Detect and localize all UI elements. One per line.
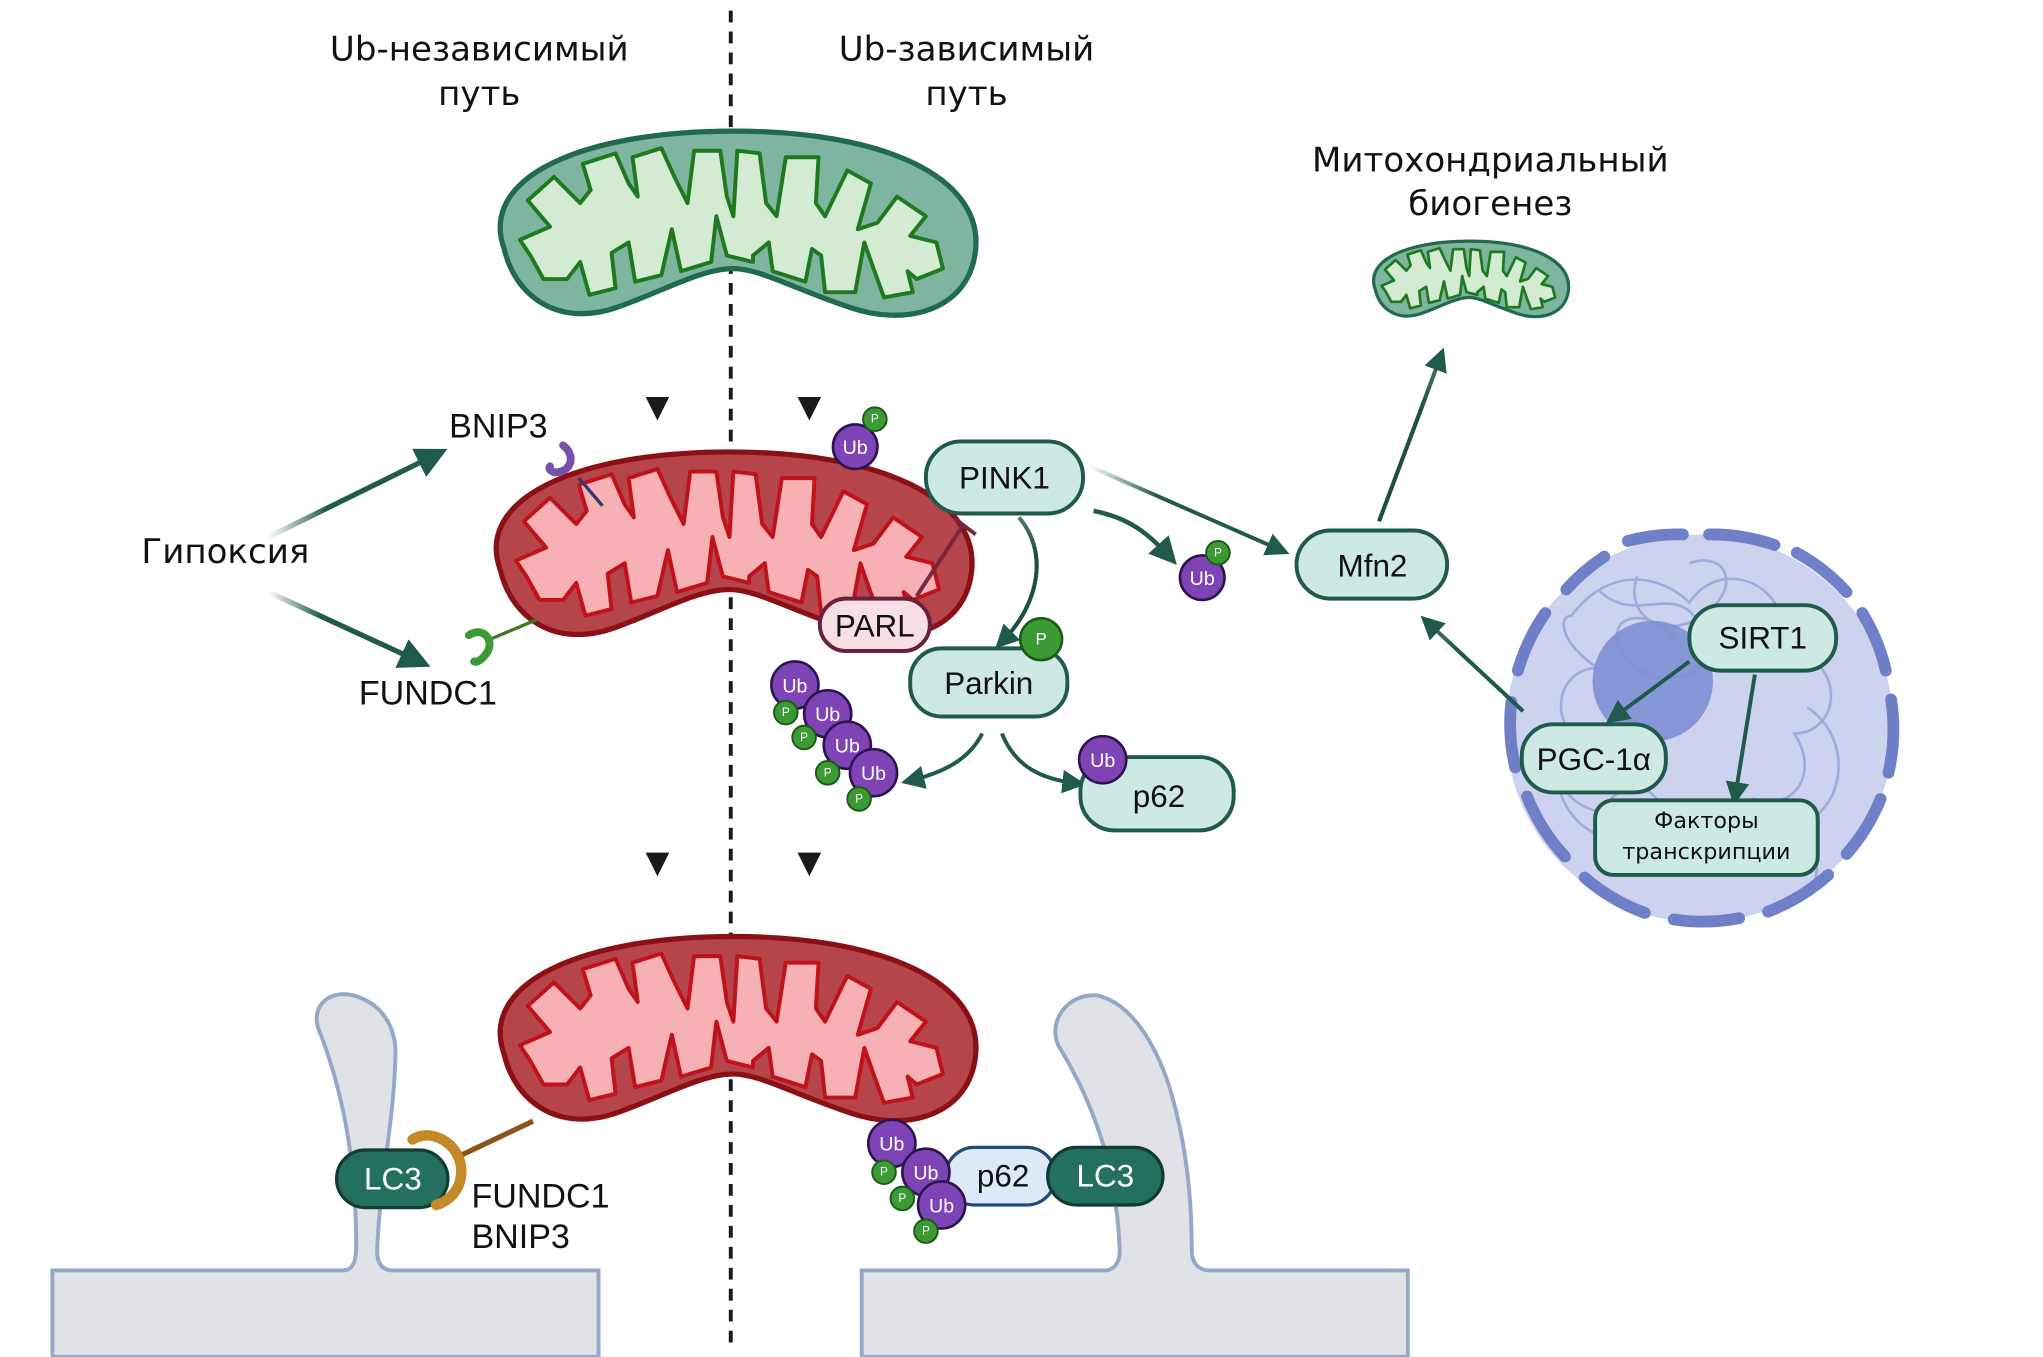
healthy-mitochondrion [500, 131, 976, 315]
label-bnip3: BNIP3 [449, 408, 547, 446]
svg-text:транскрипции: транскрипции [1622, 839, 1790, 865]
parkin-protein: Parkin P [908, 616, 1070, 719]
mfn2-protein: Mfn2 [1294, 528, 1450, 601]
pgc1a-protein: PGC-1α [1519, 722, 1668, 795]
label-receptor-fundc1: FUNDC1 [471, 1178, 609, 1216]
svg-text:p62: p62 [977, 1159, 1029, 1194]
arrow-pink1-ub [1093, 508, 1177, 565]
parl-protein: PARL [817, 596, 932, 653]
svg-text:P: P [898, 1192, 906, 1205]
sirt1-protein: SIRT1 [1687, 603, 1839, 673]
arrow-pink1-mfn2 [1088, 464, 1290, 556]
svg-text:PINK1: PINK1 [959, 461, 1050, 496]
svg-text:Parkin: Parkin [944, 666, 1033, 701]
arrow-parkin-p62 [1000, 732, 1086, 794]
svg-text:SIRT1: SIRT1 [1719, 620, 1807, 655]
inhibition-pink1-parl [915, 522, 966, 598]
arrow-sirt1-tf [1725, 674, 1757, 806]
svg-text:P: P [824, 766, 832, 779]
lc3-right: LC3 [1046, 1145, 1165, 1207]
svg-text:Mfn2: Mfn2 [1338, 548, 1408, 583]
arrow-hypoxia-fundc1 [267, 589, 431, 668]
label-fundc1: FUNDC1 [359, 675, 497, 713]
arrow-pink1-parkin [995, 516, 1039, 649]
header-biogenesis-line2: биогенез [1408, 184, 1572, 224]
svg-text:P: P [1035, 630, 1046, 649]
svg-text:Ub: Ub [913, 1163, 938, 1185]
arrow-mfn2-biogenesis [1377, 347, 1447, 523]
header-biogenesis: Митохондриальный [1312, 141, 1669, 181]
fundc1-receptor-icon [464, 618, 538, 666]
phospho-ubiquitin-free: Ub P [1178, 540, 1231, 602]
svg-text:Ub: Ub [861, 763, 886, 785]
new-mitochondrion [1371, 239, 1571, 319]
svg-text:P: P [855, 792, 863, 805]
phagophore-left [50, 992, 601, 1357]
svg-text:Ub: Ub [1190, 568, 1215, 590]
svg-text:P: P [922, 1225, 930, 1238]
svg-text:P: P [871, 413, 879, 426]
svg-text:Ub: Ub [879, 1134, 904, 1156]
phospho-ubiquitin-surface: Ub P [831, 406, 888, 471]
p62-protein: p62 Ub [1077, 734, 1236, 833]
svg-text:Ub: Ub [835, 736, 860, 758]
svg-text:Ub: Ub [843, 437, 868, 459]
engulfed-mitochondrion [500, 936, 976, 1120]
arrow-pgc1a-mfn2 [1420, 615, 1525, 713]
header-ub-dependent: Ub-зависимый [839, 29, 1095, 69]
receptor-binding-icon [407, 1130, 467, 1211]
svg-text:LC3: LC3 [364, 1161, 422, 1196]
receptor-tether [457, 1118, 535, 1159]
header-ub-independent-line2: путь [438, 74, 520, 114]
svg-text:Ub: Ub [782, 675, 807, 697]
svg-text:P: P [782, 706, 790, 719]
svg-text:P: P [880, 1166, 888, 1179]
svg-text:Факторы: Факторы [1654, 808, 1759, 834]
label-receptor-bnip3: BNIP3 [471, 1218, 569, 1256]
svg-text:PARL: PARL [835, 609, 915, 644]
transcription-factors-box: Факторы транскрипции [1593, 798, 1820, 877]
svg-text:P: P [1214, 546, 1222, 559]
nuclear-envelope-icon [1504, 528, 1900, 928]
svg-text:p62: p62 [1133, 779, 1185, 814]
arrow-hypoxia-bnip3 [267, 448, 448, 540]
svg-text:Ub: Ub [815, 704, 840, 726]
svg-text:LC3: LC3 [1076, 1159, 1134, 1194]
header-ub-independent: Ub-независимый [330, 29, 629, 69]
lc3-left: LC3 [334, 1148, 450, 1210]
svg-text:P: P [800, 731, 808, 744]
polyubiquitin-chain-bottom: Ub P Ub P Ub P [866, 1118, 967, 1244]
svg-text:Ub: Ub [929, 1195, 954, 1217]
svg-text:Ub: Ub [1090, 750, 1115, 772]
polyubiquitin-chain: Ub P Ub P Ub P Ub P [770, 660, 899, 812]
pink1-protein: PINK1 [923, 439, 1086, 516]
header-ub-dependent-line2: путь [925, 74, 1007, 114]
svg-text:PGC-1α: PGC-1α [1537, 742, 1651, 777]
bnip3-receptor-icon [545, 441, 604, 507]
arrow-sirt1-pgc1a [1605, 659, 1691, 724]
label-hypoxia: Гипоксия [141, 532, 309, 572]
arrow-parkin-ubchain [901, 732, 984, 789]
